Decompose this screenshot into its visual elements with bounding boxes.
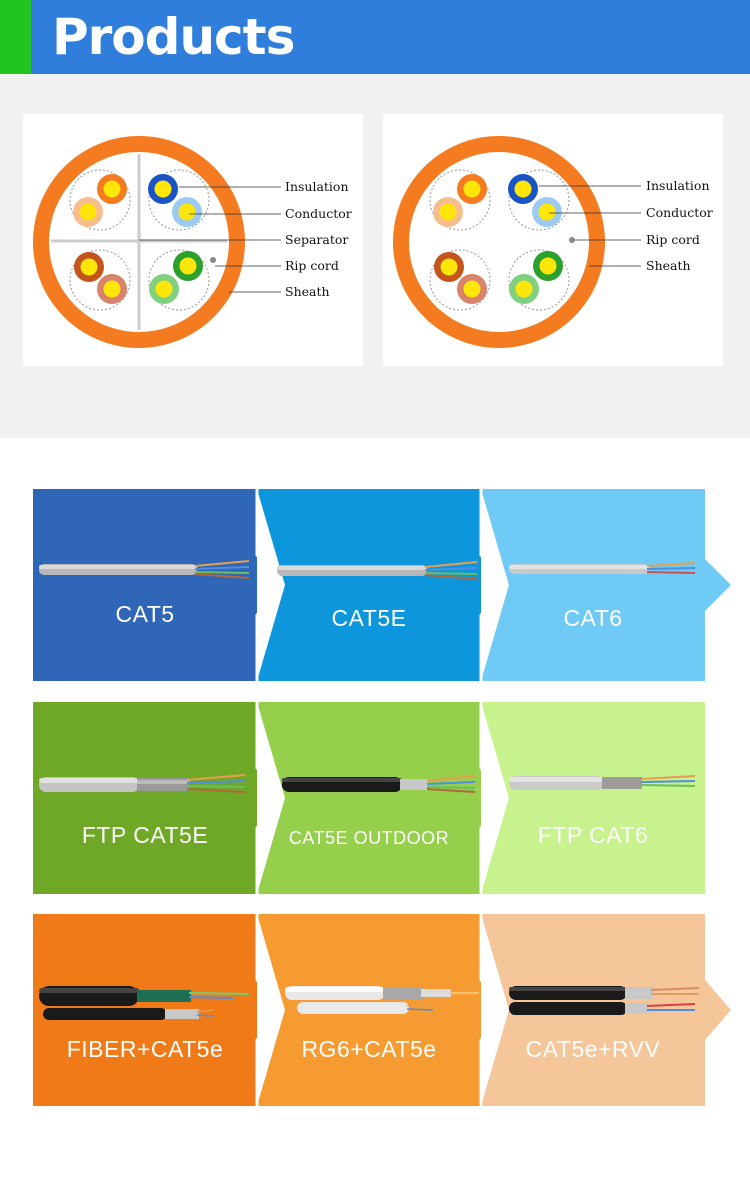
product-card-cat5e[interactable]: CAT5E xyxy=(257,489,481,681)
cell-bg xyxy=(257,702,481,894)
ftp-cat6-cable-image xyxy=(509,775,696,790)
product-card-rg6-cat5e[interactable]: RG6+CAT5e xyxy=(257,914,481,1106)
product-label: FIBER+CAT5e xyxy=(66,1036,224,1062)
product-card-fiber-cat5e[interactable]: FIBER+CAT5e xyxy=(33,914,257,1106)
product-row-composite: FIBER+CAT5e RG6+CAT5e CAT5e+RVV xyxy=(33,914,731,1106)
cell-bg xyxy=(33,489,257,681)
rg6-cat5e-cable-image xyxy=(285,986,479,1014)
product-label: CAT5 xyxy=(115,601,175,627)
ftp-cat5e-cable-image xyxy=(39,774,246,793)
header-banner: Products xyxy=(0,0,750,74)
row-background xyxy=(33,489,731,681)
diagram-label: Insulation xyxy=(285,179,349,194)
fiber-cat5e-cable-image xyxy=(39,986,250,1020)
cat6-cable-image xyxy=(509,562,696,574)
row-background xyxy=(33,702,705,894)
product-label: CAT5E OUTDOOR xyxy=(288,828,450,848)
product-label: CAT5e+RVV xyxy=(525,1036,661,1062)
cell-bg xyxy=(481,489,731,681)
product-label: CAT5E xyxy=(331,605,407,631)
cell-bg xyxy=(33,702,257,894)
product-card-cat5e-rvv[interactable]: CAT5e+RVV xyxy=(481,914,705,1106)
page-title: Products xyxy=(52,8,295,66)
cable-cross-section-right: Insulation Conductor Rip cord Sheath xyxy=(393,136,713,348)
product-card-ftp-cat5e[interactable]: FTP CAT5E xyxy=(33,702,257,894)
cat5e-rvv-cable-image xyxy=(509,986,700,1015)
product-card-cat5[interactable]: CAT5 xyxy=(33,489,257,681)
cable-diagram-no-separator: Insulation Conductor Rip cord Sheath xyxy=(383,114,723,366)
product-card-ftp-cat6[interactable]: FTP CAT6 xyxy=(481,702,705,894)
product-label: RG6+CAT5e xyxy=(301,1036,437,1062)
cat5e-outdoor-cable-image xyxy=(282,775,476,793)
product-card-cat5e-outdoor[interactable]: CAT5E OUTDOOR xyxy=(257,702,481,894)
product-label: FTP CAT5E xyxy=(81,822,209,848)
header-accent-bar xyxy=(0,0,31,74)
diagram-label: Separator xyxy=(285,232,348,247)
product-label: CAT6 xyxy=(563,605,623,631)
product-row-cat: CAT5 CAT5E CAT6 xyxy=(33,489,731,681)
product-row-ftp: FTP CAT5E CAT5E OUTDOOR FTP CAT6 xyxy=(33,702,705,894)
cable-cross-section-left: Insulation Conductor Separator Rip cord … xyxy=(33,136,352,348)
diagram-label: Conductor xyxy=(285,206,352,221)
cell-bg xyxy=(481,702,705,894)
cat5-cable-image xyxy=(39,560,250,579)
cell-bg xyxy=(257,489,481,681)
diagram-label: Insulation xyxy=(646,178,710,193)
diagram-label: Sheath xyxy=(646,258,691,273)
cat5e-cable-image xyxy=(277,561,478,580)
diagram-label: Conductor xyxy=(646,205,713,220)
diagram-label: Rip cord xyxy=(646,232,700,247)
product-label: FTP CAT6 xyxy=(537,822,649,848)
diagram-label: Rip cord xyxy=(285,258,339,273)
product-card-cat6[interactable]: CAT6 xyxy=(481,489,705,681)
cable-diagram-with-separator: Insulation Conductor Separator Rip cord … xyxy=(23,114,363,366)
diagram-label: Sheath xyxy=(285,284,330,299)
